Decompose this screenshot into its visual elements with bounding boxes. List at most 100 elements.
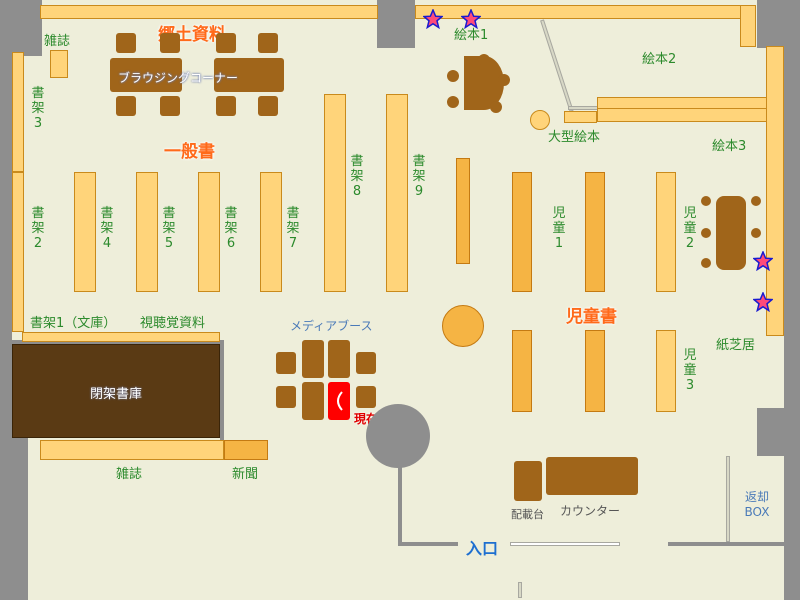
wall-partition-vertical: [220, 340, 224, 440]
picture-book-stool: [478, 54, 490, 66]
shelf-picture-book-3: [766, 46, 784, 336]
shelf-5: [136, 172, 158, 292]
shelf-top-left: [40, 5, 378, 19]
shelf-picture-book-2b: [597, 108, 784, 122]
label-shelf7: 書架7: [286, 206, 300, 251]
entrance-marker: [518, 582, 522, 598]
wall-bottom-right: [784, 488, 800, 600]
entrance-wall-line-right: [668, 542, 784, 546]
media-seat: [356, 352, 376, 374]
shelf-large-picture-book: [564, 111, 597, 123]
browsing-chair: [116, 33, 136, 53]
label-shelf5: 書架5: [162, 206, 176, 251]
children-stool: [701, 258, 711, 268]
browsing-chair: [160, 33, 180, 53]
label-children1: 児童1: [552, 206, 566, 251]
shelf-children-3b: [585, 330, 605, 412]
label-shelf4: 書架4: [100, 206, 114, 251]
label-picture-book1: 絵本1: [454, 28, 489, 43]
browsing-chair: [116, 96, 136, 116]
section-children-books: 児童書: [566, 307, 617, 327]
label-shelf9: 書架9: [412, 154, 426, 199]
label-av-materials: 視聴覚資料: [140, 316, 206, 331]
children-round-table: [442, 305, 484, 347]
star-icon: [753, 292, 773, 312]
shelf-children-2b: [656, 172, 676, 292]
shelf-children-2a: [585, 172, 605, 292]
wall-bottom-left: [0, 438, 28, 600]
label-counter: カウンター: [560, 504, 621, 518]
star-icon: [423, 9, 443, 29]
display-stand: [514, 461, 542, 501]
shelf-children-3a: [512, 330, 532, 412]
round-pillar: [366, 404, 430, 468]
browsing-chair: [258, 96, 278, 116]
shelf-2-wall: [12, 172, 24, 332]
shelf-3-wall: [12, 52, 24, 172]
picture-book-stool: [447, 96, 459, 108]
browsing-chair: [160, 96, 180, 116]
star-icon: [753, 251, 773, 271]
label-children2: 児童2: [683, 206, 697, 251]
magazine-stand-top: [50, 50, 68, 78]
wall-partition: [12, 340, 224, 344]
section-general-books: 一般書: [164, 142, 215, 162]
label-browsing-corner: ブラウジングコーナー: [118, 71, 239, 85]
media-desk: [302, 340, 324, 378]
wall-top-center: [377, 0, 415, 48]
label-children3: 児童3: [683, 348, 697, 393]
picture-book-divider: [568, 106, 598, 110]
browsing-chair: [216, 96, 236, 116]
label-large-picture-book: 大型絵本: [548, 130, 601, 145]
counter: [546, 457, 638, 495]
label-shelf8: 書架8: [350, 154, 364, 199]
label-closed-stacks: 閉架書庫: [90, 387, 143, 402]
entrance-wall-line: [398, 542, 458, 546]
children-stool: [751, 228, 761, 238]
shelf-9: [386, 94, 408, 292]
shelf-children-3c: [656, 330, 676, 412]
media-desk: [302, 382, 324, 420]
current-location-marker: [328, 382, 350, 420]
label-picture-book2: 絵本2: [642, 52, 677, 67]
picture-book-stool: [447, 70, 459, 82]
label-shelf3: 書架3: [31, 86, 45, 131]
label-picture-book3: 絵本3: [712, 139, 747, 154]
label-newspaper: 新聞: [232, 467, 259, 482]
label-magazine-top: 雑誌: [44, 34, 71, 49]
return-box-wall: [726, 456, 730, 542]
shelf-children-1: [512, 172, 532, 292]
current-location-icon: [337, 391, 343, 411]
picture-book-stool: [498, 74, 510, 86]
label-shelf6: 書架6: [224, 206, 238, 251]
shelf-newspaper: [224, 440, 268, 460]
shelf-children-small: [456, 158, 470, 264]
children-stool: [751, 196, 761, 206]
media-seat: [356, 386, 376, 408]
wall-right-notch: [757, 408, 800, 456]
media-desk: [328, 340, 350, 378]
entrance-wall-line: [398, 460, 402, 546]
label-return-box: 返却BOX: [744, 490, 770, 519]
media-seat: [276, 386, 296, 408]
star-icon: [461, 9, 481, 29]
media-seat: [276, 352, 296, 374]
picture-book-stool: [490, 101, 502, 113]
browsing-chair: [216, 33, 236, 53]
children-stool: [701, 196, 711, 206]
label-entrance: 入口: [466, 539, 499, 558]
label-display-stand: 配載台: [511, 508, 544, 521]
label-shelf1-bunko: 書架1（文庫）: [30, 316, 117, 331]
closed-stacks: [12, 344, 220, 438]
label-media-booth: メディアブース: [290, 319, 373, 333]
browsing-table-left: [110, 58, 182, 92]
shelf-7: [260, 172, 282, 292]
shelf-magazine: [40, 440, 224, 460]
children-table: [716, 196, 746, 270]
browsing-table-right: [214, 58, 284, 92]
browsing-chair: [258, 33, 278, 53]
label-kamishibai: 紙芝居: [716, 338, 756, 353]
shelf-top-right-corner: [740, 5, 756, 47]
large-picture-book-stand: [530, 110, 550, 130]
wall-top-left: [0, 0, 42, 56]
